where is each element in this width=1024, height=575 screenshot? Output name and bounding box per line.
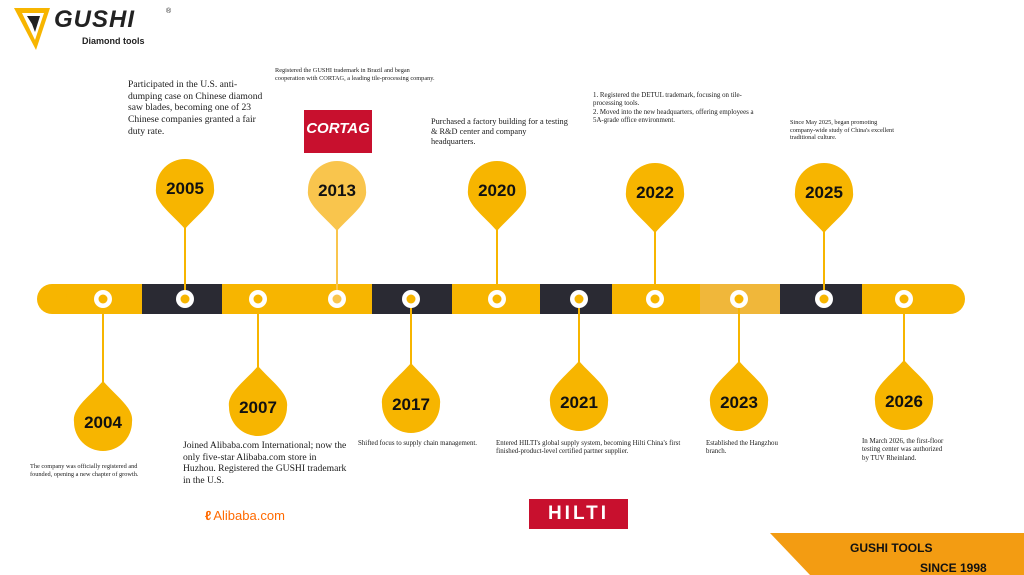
year-marker-balloon [307,161,367,231]
year-label: 2023 [720,393,758,412]
year-label: 2013 [318,181,356,200]
timeline-dot-center [492,294,502,304]
timeline-dot-center [819,294,829,304]
footer-line-2: SINCE 1998 [920,561,987,575]
alibaba-logo-text: Alibaba.com [213,508,285,523]
timeline-dot-center [650,294,660,304]
event-text-2020: Purchased a factory building for a testi… [431,117,568,147]
timeline-dot-center [253,294,263,304]
year-marker-balloon [467,161,527,231]
timeline-dot-center [899,294,909,304]
event-text-2013: Registered the GUSHI trademark in Brazil… [275,67,435,82]
event-text-2021: Entered HILTI's global supply system, be… [496,440,681,456]
gushi-logo-icon [14,8,50,50]
event-text-2022: 1. Registered the DETUL trademark, focus… [593,92,754,125]
year-label: 2022 [636,183,674,202]
event-text-2026: In March 2026, the first-floor testing c… [862,438,944,462]
year-label: 2007 [239,398,277,417]
event-text-2007: Joined Alibaba.com International; now th… [183,440,347,487]
event-text-2023: Established the Hangzhou branch. [706,440,778,456]
year-label: 2026 [885,392,923,411]
footer-line-1: GUSHI TOOLS [850,541,933,555]
brand-name: GUSHI [54,6,136,33]
alibaba-smile-icon: ℓ [205,508,212,523]
timeline-dot-center [180,294,190,304]
year-label: 2025 [805,183,843,202]
year-label: 2020 [478,181,516,200]
footer-banner [770,533,1024,575]
year-marker-balloon [874,360,934,430]
year-marker-balloon [228,366,288,436]
hilti-logo: HILTI [529,499,628,529]
registered-mark: ® [166,8,172,15]
cortag-logo-text: CORTAG [306,120,370,137]
timeline-dot-center [98,294,108,304]
year-label: 2004 [84,413,122,432]
timeline-dot-center [574,294,584,304]
timeline-dot-center [406,294,416,304]
year-marker-balloon [794,163,854,233]
hilti-logo-text: HILTI [547,503,610,524]
event-text-2017: Shifted focus to supply chain management… [358,440,478,447]
timeline-bar-end-cap [935,284,965,314]
year-marker-balloon [155,159,215,229]
timeline-dot-center [332,294,342,304]
year-marker-balloon [625,163,685,233]
year-marker-balloon [709,361,769,432]
timeline-bar-segment [222,284,372,314]
year-label: 2021 [560,393,598,412]
year-marker-balloon [549,361,609,431]
timeline-bar-start-cap [37,284,67,314]
cortag-logo: CORTAG [304,110,372,153]
event-text-2005: Participated in the U.S. anti-dumping ca… [128,79,263,137]
event-text-2025: Since May 2025, began promoting company-… [790,119,894,142]
event-text-2004: The company was officially registered an… [30,463,139,478]
timeline-dot-center [734,294,744,304]
year-label: 2005 [166,179,204,198]
year-label: 2017 [392,395,430,414]
year-marker-balloon [381,363,441,433]
year-marker-balloon [73,381,133,452]
brand-subtitle: Diamond tools [82,36,145,46]
